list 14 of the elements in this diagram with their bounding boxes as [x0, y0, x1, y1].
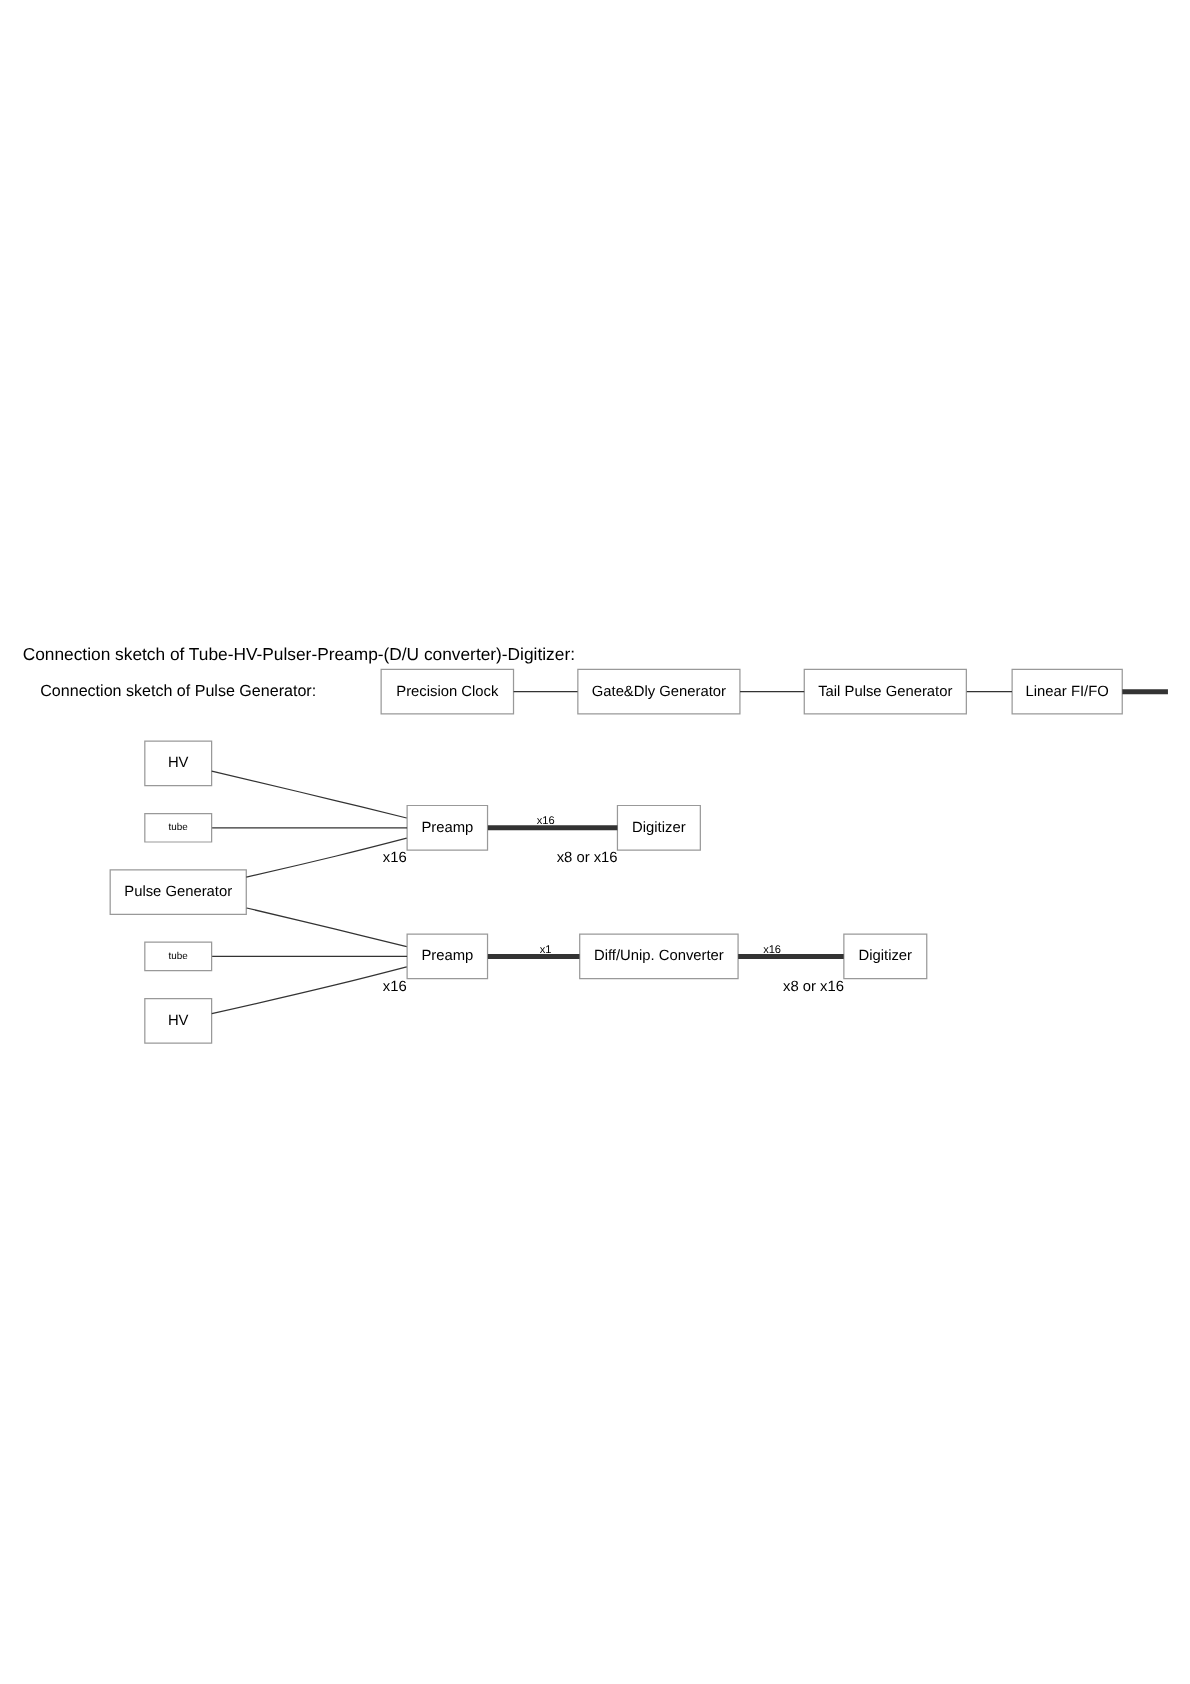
connector — [246, 907, 408, 948]
connector — [211, 955, 408, 958]
connector — [739, 691, 805, 693]
connector — [211, 966, 408, 1015]
diagram-title: Connection sketch of Tube-HV-Pulser-Preamp-(D/U converter)-Digitizer: — [22, 643, 575, 664]
connector — [966, 691, 1013, 693]
connector — [512, 691, 579, 693]
connector — [738, 953, 844, 959]
connector — [487, 825, 618, 831]
connector — [211, 827, 408, 829]
connector — [211, 770, 408, 819]
connector — [245, 837, 408, 878]
connector — [487, 953, 580, 959]
connector — [1122, 689, 1168, 695]
